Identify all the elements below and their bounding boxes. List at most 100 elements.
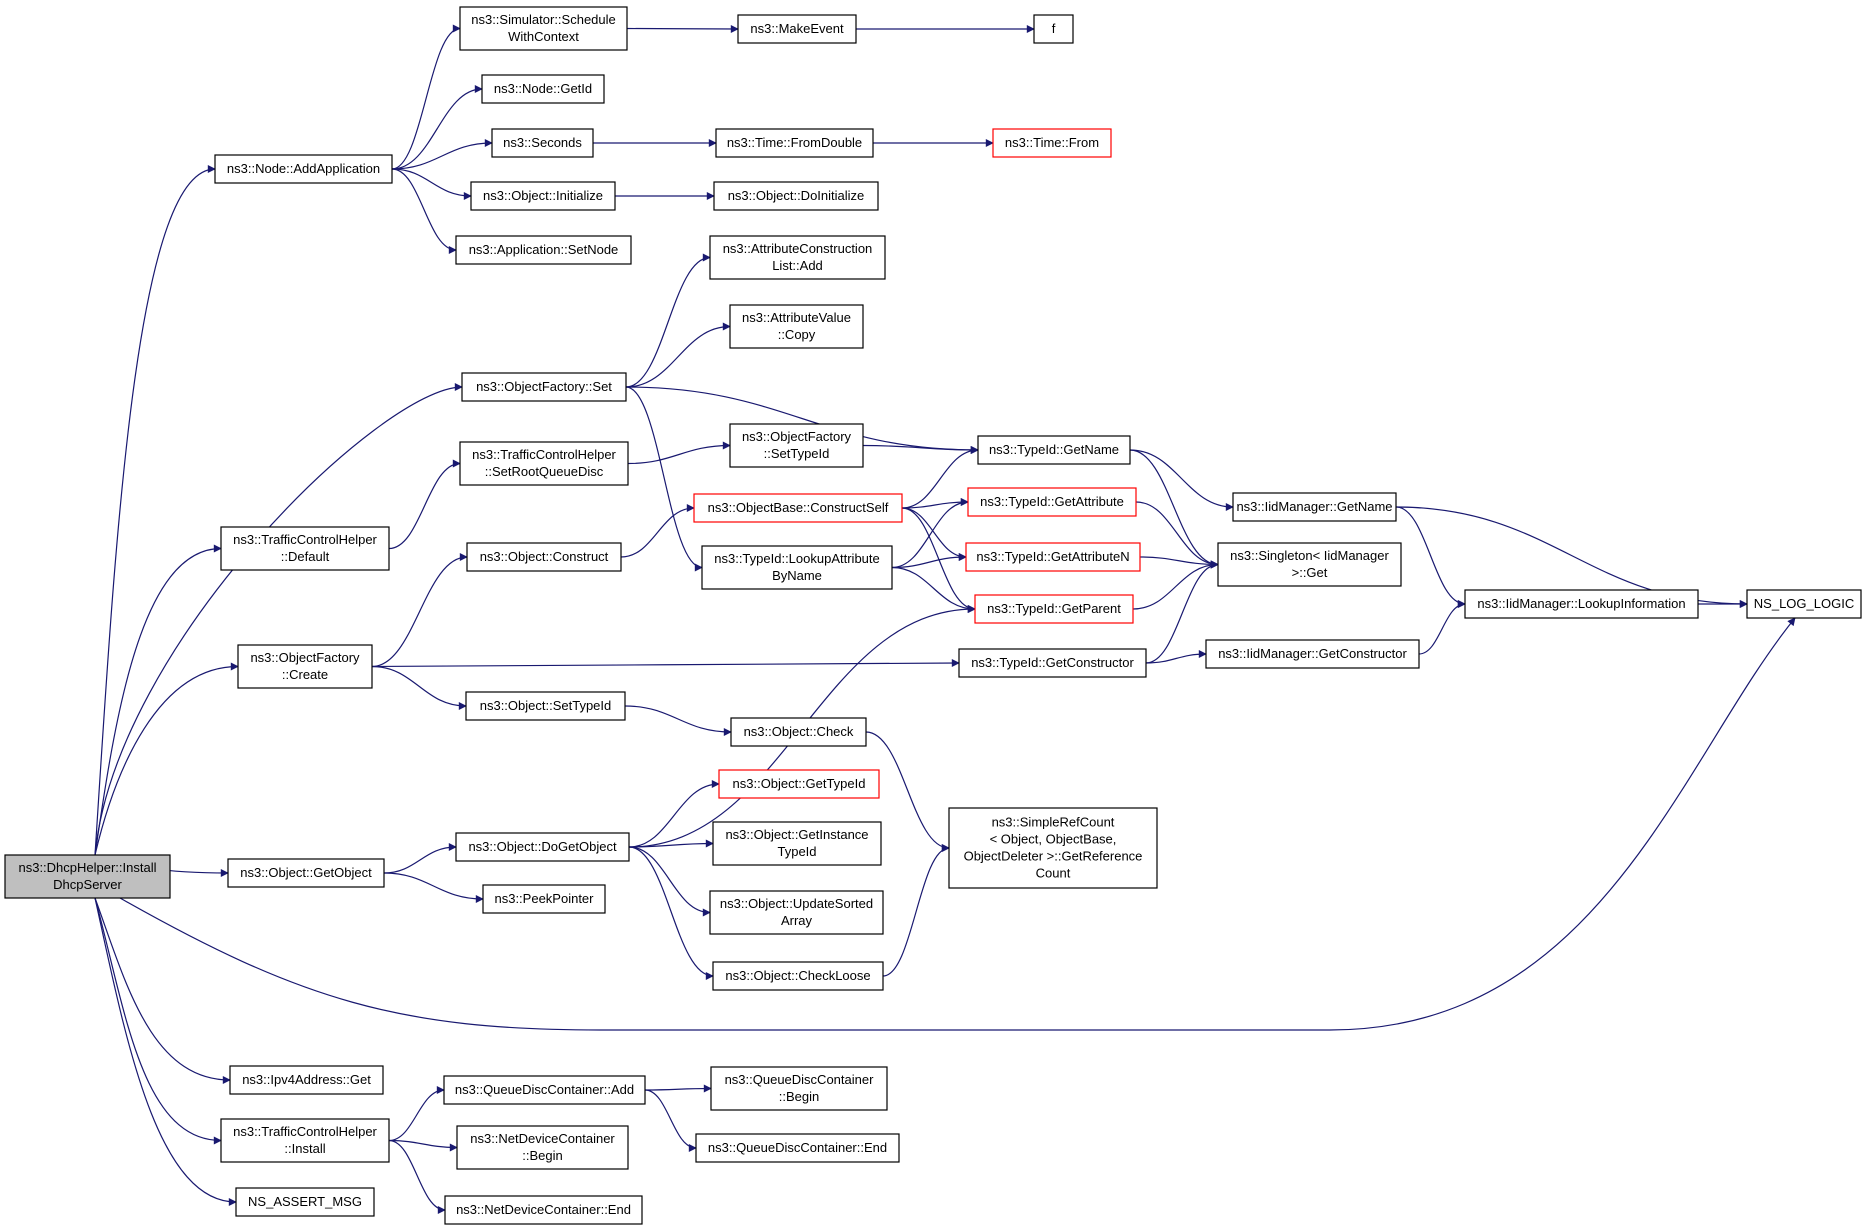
edge-root-to-ofCreate [94, 662, 239, 856]
node-attrAdd-label-0: ns3::AttributeConstruction [723, 241, 873, 256]
node-objGetObject[interactable]: ns3::Object::GetObject [227, 858, 385, 888]
node-peekPointer-label-0: ns3::PeekPointer [494, 891, 594, 906]
node-attrCopy[interactable]: ns3::AttributeValue::Copy [729, 304, 864, 349]
node-ofSet-box [461, 372, 627, 402]
edge-tchSetRoot-to-ofSetTypeId [627, 441, 731, 465]
node-iidLookupInfo[interactable]: ns3::IidManager::LookupInformation [1464, 589, 1699, 619]
node-objCheckLoose[interactable]: ns3::Object::CheckLoose [712, 961, 884, 991]
node-tidGetParent[interactable]: ns3::TypeId::GetParent [974, 594, 1134, 624]
node-nsLogLogic[interactable]: NS_LOG_LOGIC [1746, 589, 1862, 619]
edge-schedCtx-to-makeEvent [626, 24, 739, 33]
node-qdcBegin[interactable]: ns3::QueueDiscContainer::Begin [710, 1066, 888, 1111]
node-tchInstall[interactable]: ns3::TrafficControlHelper::Install [220, 1118, 390, 1163]
edge-tidGetCtor-to-singletonGet [1145, 560, 1219, 664]
node-addApp[interactable]: ns3::Node::AddApplication [214, 154, 393, 184]
node-ofSetTypeId-label-0: ns3::ObjectFactory [742, 429, 852, 444]
node-tidGetAttributeN-box [965, 542, 1141, 572]
node-iidGetCtor[interactable]: ns3::IidManager::GetConstructor [1205, 639, 1420, 669]
node-f[interactable]: f [1033, 14, 1074, 44]
node-ofSet[interactable]: ns3::ObjectFactory::Set [461, 372, 627, 402]
node-nsLogLogic-box [1746, 589, 1862, 619]
node-qdcBegin-box [710, 1066, 888, 1111]
node-tidGetAttributeN[interactable]: ns3::TypeId::GetAttributeN [965, 542, 1141, 572]
node-ndcEnd[interactable]: ns3::NetDeviceContainer::End [444, 1195, 643, 1225]
node-objGetTypeId[interactable]: ns3::Object::GetTypeId [718, 769, 880, 799]
node-tidLookupAttr-label-1: ByName [772, 568, 822, 583]
node-peekPointer[interactable]: ns3::PeekPointer [482, 884, 606, 914]
edge-objDoGetObject-to-objUpdSorted [628, 846, 711, 917]
edge-addApp-to-objInit [391, 168, 472, 200]
node-ndcBegin-box [456, 1125, 629, 1170]
node-objInit[interactable]: ns3::Object::Initialize [470, 181, 616, 211]
edge-ofCreate-to-objSetTypeId [371, 665, 467, 710]
node-tidGetCtor-label-0: ns3::TypeId::GetConstructor [971, 655, 1134, 670]
node-ofSetTypeId[interactable]: ns3::ObjectFactory::SetTypeId [729, 423, 864, 468]
node-objCheckLoose-box [712, 961, 884, 991]
node-nodeGetId[interactable]: ns3::Node::GetId [481, 74, 605, 104]
node-root-label-1: DhcpServer [53, 877, 122, 892]
node-srcGetRef-label-2: ObjectDeleter >::GetReference [964, 849, 1143, 864]
node-tidLookupAttr-label-0: ns3::TypeId::LookupAttribute [714, 551, 880, 566]
node-objConstruct[interactable]: ns3::Object::Construct [466, 542, 622, 572]
edge-obConstructSelf-to-tidGetName [901, 446, 979, 509]
node-tidGetAttribute[interactable]: ns3::TypeId::GetAttribute [967, 487, 1137, 517]
node-srcGetRef[interactable]: ns3::SimpleRefCount< Object, ObjectBase,… [948, 807, 1158, 889]
edge-root-to-tchDefault [94, 544, 222, 856]
node-objDoGetObject-label-0: ns3::Object::DoGetObject [468, 839, 617, 854]
node-tchSetRoot[interactable]: ns3::TrafficControlHelper::SetRootQueueD… [459, 441, 629, 486]
node-ndcEnd-label-0: ns3::NetDeviceContainer::End [456, 1202, 631, 1217]
node-nsAssertMsg-label-0: NS_ASSERT_MSG [248, 1194, 362, 1209]
node-seconds-box [491, 128, 594, 158]
node-setNode[interactable]: ns3::Application::SetNode [455, 235, 632, 265]
node-doInit[interactable]: ns3::Object::DoInitialize [713, 181, 879, 211]
node-tidGetParent-label-0: ns3::TypeId::GetParent [987, 601, 1121, 616]
node-objSetTypeId-box [465, 691, 626, 721]
node-fromDouble[interactable]: ns3::Time::FromDouble [715, 128, 874, 158]
node-objGetInstTid-box [712, 821, 882, 866]
node-ofCreate-box [237, 644, 373, 689]
node-objGetObject-label-0: ns3::Object::GetObject [240, 865, 372, 880]
node-makeEvent[interactable]: ns3::MakeEvent [737, 14, 857, 44]
edge-addApp-to-seconds [391, 139, 493, 170]
node-tchSetRoot-label-0: ns3::TrafficControlHelper [472, 447, 616, 462]
edge-obConstructSelf-to-tidGetAttribute [901, 498, 969, 509]
node-objSetTypeId[interactable]: ns3::Object::SetTypeId [465, 691, 626, 721]
edge-objCheckLoose-to-srcGetRef [882, 844, 950, 977]
edge-root-to-tchInstall [94, 897, 222, 1145]
edge-tidLookupAttr-to-tidGetAttributeN [891, 553, 967, 569]
node-tidGetParent-box [974, 594, 1134, 624]
node-nsAssertMsg[interactable]: NS_ASSERT_MSG [235, 1187, 375, 1217]
node-iidGetName[interactable]: ns3::IidManager::GetName [1232, 492, 1397, 522]
node-obConstructSelf[interactable]: ns3::ObjectBase::ConstructSelf [693, 493, 903, 523]
node-qdcEnd[interactable]: ns3::QueueDiscContainer::End [695, 1133, 900, 1163]
edge-ofSet-to-attrCopy [625, 322, 731, 388]
node-singletonGet[interactable]: ns3::Singleton< IidManager>::Get [1217, 542, 1402, 587]
node-tchDefault[interactable]: ns3::TrafficControlHelper::Default [220, 526, 390, 571]
node-objDoGetObject-box [455, 832, 630, 862]
edge-ofCreate-to-objConstruct [371, 553, 468, 668]
node-ndcBegin[interactable]: ns3::NetDeviceContainer::Begin [456, 1125, 629, 1170]
node-ipv4Get[interactable]: ns3::Ipv4Address::Get [229, 1065, 384, 1095]
node-objDoGetObject[interactable]: ns3::Object::DoGetObject [455, 832, 630, 862]
node-seconds[interactable]: ns3::Seconds [491, 128, 594, 158]
node-objCheck[interactable]: ns3::Object::Check [730, 717, 867, 747]
node-objInit-box [470, 181, 616, 211]
node-qdcEnd-box [695, 1133, 900, 1163]
node-objUpdSorted-label-0: ns3::Object::UpdateSorted [720, 896, 873, 911]
node-ofCreate[interactable]: ns3::ObjectFactory::Create [237, 644, 373, 689]
node-qdcAdd[interactable]: ns3::QueueDiscContainer::Add [443, 1075, 646, 1105]
node-tidGetName[interactable]: ns3::TypeId::GetName [977, 435, 1131, 465]
node-tidGetCtor[interactable]: ns3::TypeId::GetConstructor [958, 648, 1147, 678]
node-tidGetCtor-box [958, 648, 1147, 678]
node-nsAssertMsg-box [235, 1187, 375, 1217]
node-ndcEnd-box [444, 1195, 643, 1225]
node-timeFrom[interactable]: ns3::Time::From [992, 128, 1112, 158]
node-schedCtx-label-1: WithContext [508, 29, 579, 44]
